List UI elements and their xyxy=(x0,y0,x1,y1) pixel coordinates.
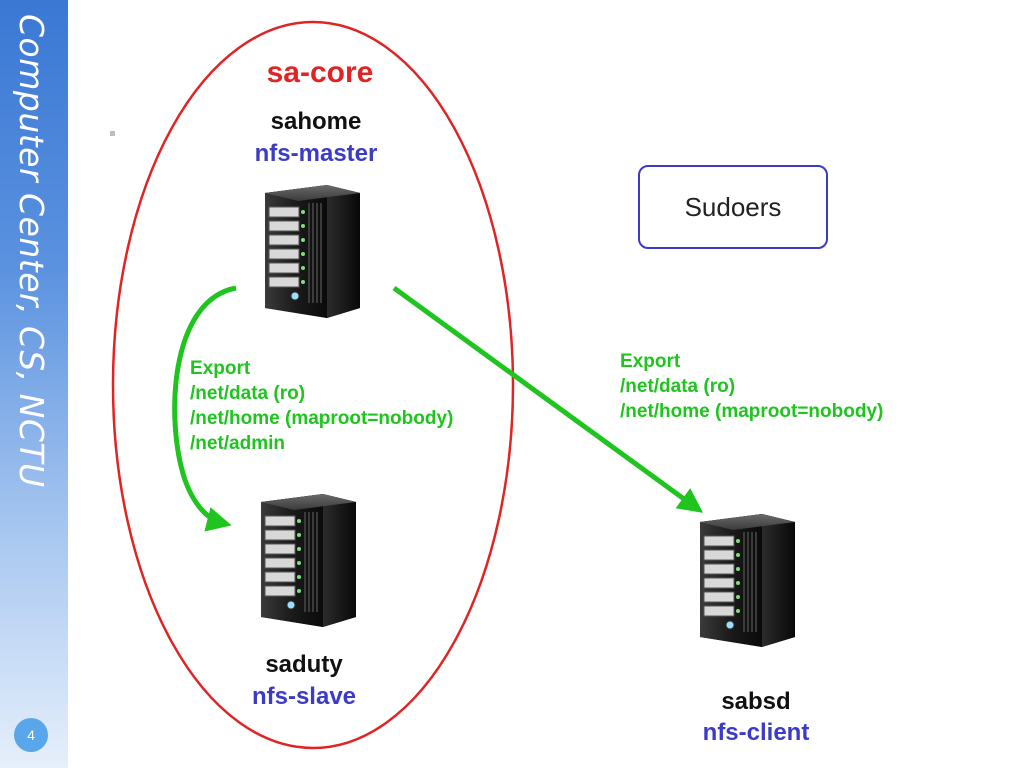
server-icon-slave xyxy=(260,493,357,628)
export-path: /net/home (maproot=nobody) xyxy=(190,408,454,429)
slave-host-name: saduty xyxy=(265,651,343,678)
server-icon-client xyxy=(699,513,796,648)
export-path: /net/home (maproot=nobody) xyxy=(620,401,884,422)
sidebar: Computer Center, CS, NCTU 4 xyxy=(0,0,68,768)
export-heading: Export xyxy=(620,351,681,372)
page-number-badge: 4 xyxy=(14,718,48,752)
sidebar-title: Computer Center, CS, NCTU xyxy=(12,14,51,488)
export-path: /net/data (ro) xyxy=(190,383,306,404)
client-host-name: sabsd xyxy=(721,688,791,715)
export-heading: Export xyxy=(190,358,251,379)
master-role-name: nfs-master xyxy=(254,140,378,167)
client-role-name: nfs-client xyxy=(702,719,810,746)
slave-role-name: nfs-slave xyxy=(251,683,357,710)
export-arrow-master-to-client xyxy=(392,285,704,513)
export-list-client: Export /net/data (ro) /net/home (maproot… xyxy=(620,349,883,424)
export-path: /net/admin xyxy=(190,433,286,454)
sudoers-box: Sudoers xyxy=(638,165,828,249)
group-title: sa-core xyxy=(266,56,374,89)
master-host-name: sahome xyxy=(270,108,362,135)
server-icon-master xyxy=(264,184,361,319)
sa-core-group-outline xyxy=(111,20,515,750)
bullet-marker xyxy=(110,131,115,136)
export-path: /net/data (ro) xyxy=(620,376,736,397)
export-list-slave: Export /net/data (ro) /net/home (maproot… xyxy=(190,356,453,456)
export-arrow-master-to-slave xyxy=(172,285,237,532)
